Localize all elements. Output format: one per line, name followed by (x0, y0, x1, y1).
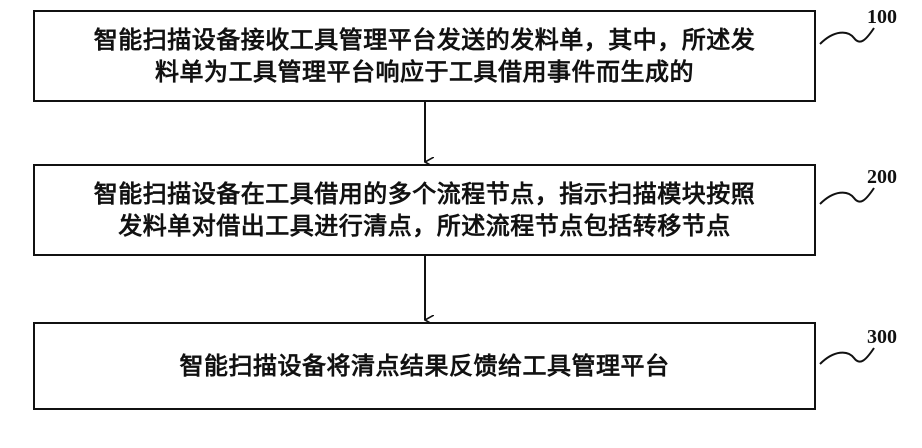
process-step-200: 智能扫描设备在工具借用的多个流程节点，指示扫描模块按照 发料单对借出工具进行清点… (33, 164, 816, 256)
process-step-200-text: 智能扫描设备在工具借用的多个流程节点，指示扫描模块按照 发料单对借出工具进行清点… (94, 178, 756, 242)
process-step-300-text: 智能扫描设备将清点结果反馈给工具管理平台 (180, 350, 670, 382)
process-step-300: 智能扫描设备将清点结果反馈给工具管理平台 (33, 322, 816, 410)
leader-line-100 (820, 28, 874, 44)
text-line: 智能扫描设备接收工具管理平台发送的发料单，其中，所述发 (94, 24, 756, 56)
text-line: 发料单对借出工具进行清点，所述流程节点包括转移节点 (94, 210, 756, 242)
text-line: 智能扫描设备在工具借用的多个流程节点，指示扫描模块按照 (94, 178, 756, 210)
text-line: 智能扫描设备将清点结果反馈给工具管理平台 (180, 350, 670, 382)
step-number-label-300: 300 (867, 327, 897, 347)
leader-line-200 (820, 188, 874, 204)
step-number-label-200: 200 (867, 167, 897, 187)
text-line: 料单为工具管理平台响应于工具借用事件而生成的 (94, 56, 756, 88)
process-step-100: 智能扫描设备接收工具管理平台发送的发料单，其中，所述发 料单为工具管理平台响应于… (33, 10, 816, 102)
step-number-label-100: 100 (867, 7, 897, 27)
process-step-100-text: 智能扫描设备接收工具管理平台发送的发料单，其中，所述发 料单为工具管理平台响应于… (94, 24, 756, 88)
leader-line-300 (820, 348, 874, 364)
